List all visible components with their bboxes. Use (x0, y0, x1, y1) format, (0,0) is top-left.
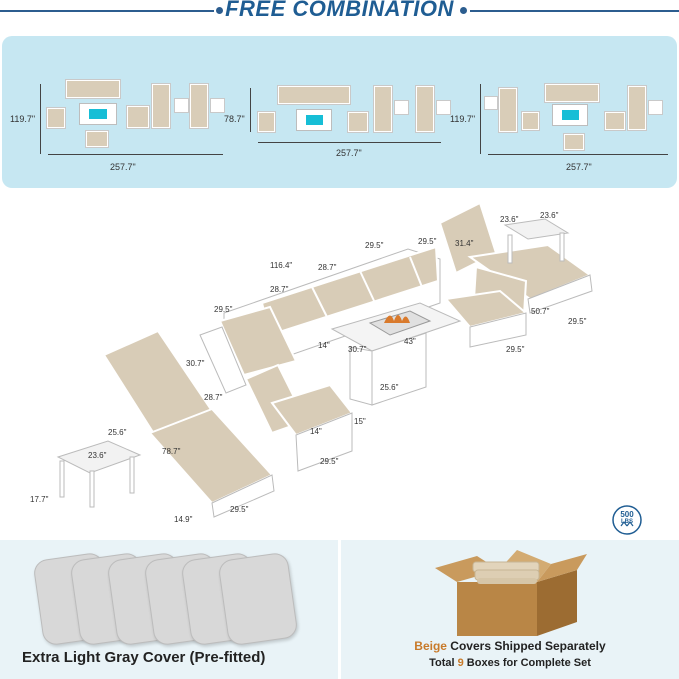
dim-side-table-depth: 23.6" (540, 211, 559, 220)
cover-caption: Extra Light Gray Cover (Pre-fitted) (22, 649, 266, 666)
dim-table-left-depth: 23.6" (88, 451, 107, 460)
combo-3-height: 119.7" (450, 114, 476, 124)
combination-layout-2: 78.7" 257.7" (224, 36, 452, 188)
combo-2-width: 257.7" (336, 148, 362, 158)
shipping-line-2: Total 9 Boxes for Complete Set (341, 657, 679, 669)
dim-seat-d: 29.5" (365, 241, 384, 250)
header-dot-left (216, 7, 223, 14)
dim-seat-a: 28.7" (318, 263, 337, 272)
cover-panel: Extra Light Gray Cover (Pre-fitted) (0, 540, 338, 679)
badge-unit: LBS (621, 519, 633, 525)
dim-depth-right: 29.5" (418, 237, 437, 246)
header-rule-left (0, 10, 214, 12)
dim-chaise-left-height: 14.9" (174, 515, 193, 524)
shipping-box-count: 9 (457, 657, 464, 669)
badge-value: 500 (620, 510, 634, 519)
dim-chair-right-width: 29.5" (506, 345, 525, 354)
dim-chaise-left-width: 29.5" (230, 505, 249, 514)
dim-corner-length: 28.7" (204, 393, 223, 402)
shipping-line-1: Beige Covers Shipped Separately (341, 639, 679, 653)
side-table-right (503, 218, 570, 264)
combination-layout-1: 119.7" 257.7" (2, 36, 232, 188)
dim-seat-c: 29.5" (214, 305, 233, 314)
dim-sofa-arm: 14" (318, 341, 330, 350)
furniture-set-illustration (56, 201, 593, 518)
dim-chaise-right-length: 50.7" (531, 307, 550, 316)
dim-chaise-right-width: 29.5" (568, 317, 587, 326)
weight-icon (612, 505, 642, 535)
fire-pit-table (330, 302, 462, 406)
club-chair-left (244, 363, 354, 472)
shipping-box-illustration (435, 550, 587, 636)
shipping-line-2-prefix: Total (429, 657, 458, 669)
dim-sectional-length: 116.4" (270, 261, 293, 270)
cushion-cover-6 (217, 551, 299, 647)
combo-3-width: 257.7" (566, 162, 592, 172)
product-diagram: 116.4" 28.7" 29.5" 28.7" 29.5" 29.5" 31.… (0, 195, 679, 540)
shipping-beige-word: Beige (414, 639, 447, 653)
weight-capacity-badge: 500 LBS (612, 502, 642, 538)
combination-panel: 119.7" 257.7" 78.7" 257.7" 119.7" 257.7" (2, 36, 677, 188)
club-chair-right (444, 265, 529, 348)
shipping-line-2-rest: Boxes for Complete Set (463, 657, 591, 669)
dim-arm-height: 14" (310, 427, 322, 436)
dim-fire-width: 30.7" (348, 345, 367, 354)
dim-seat-b: 28.7" (270, 285, 289, 294)
page-title: FREE COMBINATION (225, 0, 454, 21)
dim-chair-left-width: 29.5" (320, 457, 339, 466)
dim-corner-depth: 30.7" (186, 359, 205, 368)
dim-seat-height: 15" (354, 417, 366, 426)
combo-1-width: 257.7" (110, 162, 136, 172)
dim-table-left-height: 17.7" (30, 495, 49, 504)
dim-table-left-width: 25.6" (108, 428, 127, 437)
sectional-sofa (199, 245, 441, 394)
side-table-left (56, 440, 142, 508)
dim-fire-height: 25.6" (380, 383, 399, 392)
section-header: FREE COMBINATION (0, 0, 679, 22)
shipping-line-1-rest: Covers Shipped Separately (446, 639, 606, 653)
combination-layout-3: 119.7" 257.7" (450, 36, 677, 188)
dim-fire-length: 43" (404, 337, 416, 346)
chaise-lounge-left (102, 329, 275, 518)
combo-1-height: 119.7" (10, 114, 36, 124)
header-dot-right (460, 7, 467, 14)
dim-back-height: 31.4" (455, 239, 474, 248)
dim-side-table-width: 23.6" (500, 215, 519, 224)
combo-2-height: 78.7" (224, 114, 245, 124)
dim-chaise-left-length: 78.7" (162, 447, 181, 456)
header-rule-right (470, 10, 679, 12)
shipping-panel: Beige Covers Shipped Separately Total 9 … (341, 540, 679, 679)
